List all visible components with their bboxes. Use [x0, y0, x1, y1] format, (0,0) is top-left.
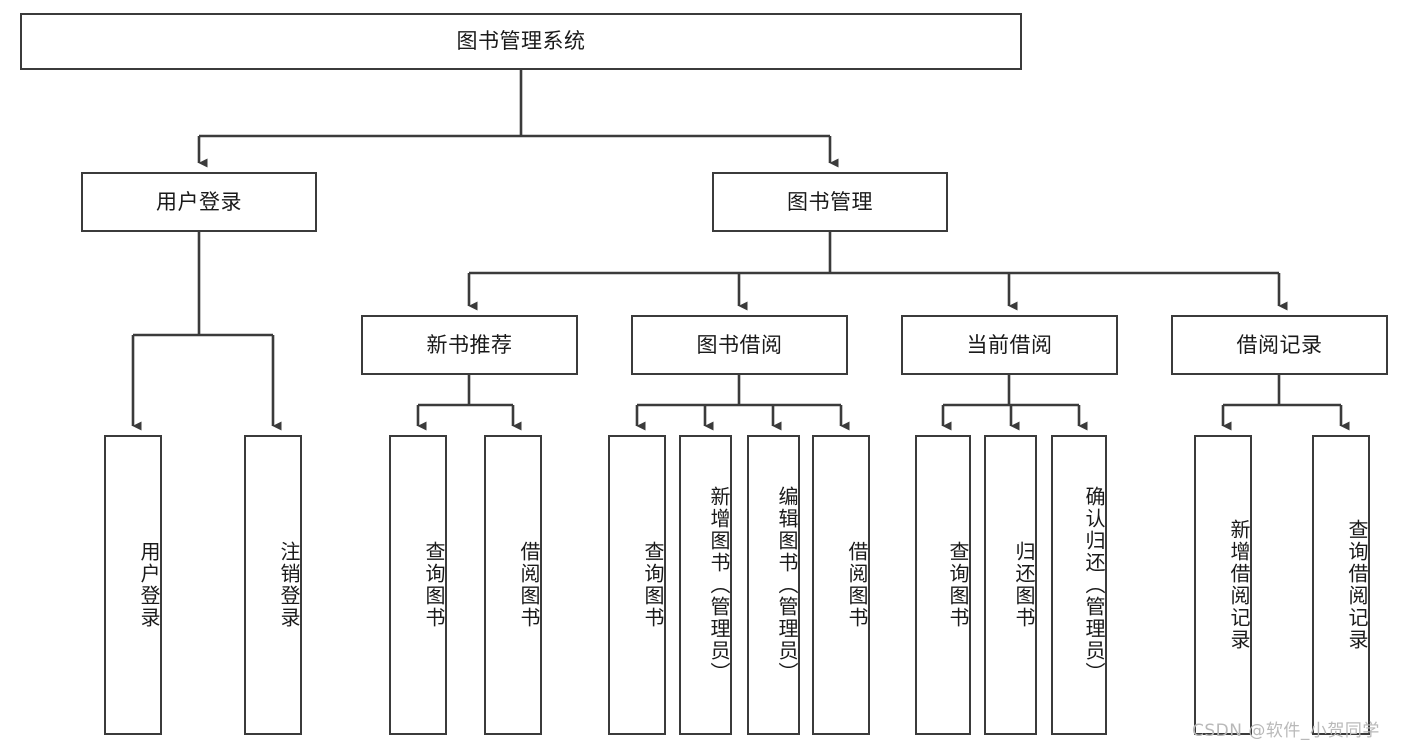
node-label: 新书推荐 — [426, 332, 513, 357]
node-label: 确认归还（管理员） — [1082, 486, 1106, 684]
node-leaf-confirm-return[interactable]: 确认归还（管理员） — [1051, 435, 1107, 735]
node-leaf-edit-book[interactable]: 编辑图书（管理员） — [747, 435, 800, 735]
node-label: 借阅图书 — [845, 541, 869, 629]
node-label: 编辑图书（管理员） — [775, 486, 799, 684]
node-leaf-borrow-book-2[interactable]: 借阅图书 — [812, 435, 870, 735]
node-leaf-query-book-2[interactable]: 查询图书 — [608, 435, 666, 735]
node-label: 查询图书 — [422, 541, 446, 629]
node-label: 图书管理 — [787, 189, 873, 214]
node-book-manage[interactable]: 图书管理 — [712, 172, 948, 232]
node-current-borrow[interactable]: 当前借阅 — [901, 315, 1118, 375]
node-leaf-query-record[interactable]: 查询借阅记录 — [1312, 435, 1370, 735]
node-leaf-add-record[interactable]: 新增借阅记录 — [1194, 435, 1252, 735]
node-root-system[interactable]: 图书管理系统 — [20, 13, 1022, 70]
node-leaf-logout-login[interactable]: 注销登录 — [244, 435, 302, 735]
node-label: 注销登录 — [277, 541, 301, 629]
node-label: 用户登录 — [137, 541, 161, 629]
node-label: 新增图书（管理员） — [707, 486, 731, 684]
csdn-watermark: CSDN @软件_小贺同学 — [1192, 721, 1380, 741]
node-label: 查询图书 — [641, 541, 665, 629]
node-leaf-query-book-3[interactable]: 查询图书 — [915, 435, 971, 735]
node-label: 借阅记录 — [1236, 332, 1323, 357]
node-label: 查询借阅记录 — [1345, 519, 1369, 651]
node-label: 借阅图书 — [517, 541, 541, 629]
node-leaf-query-book-1[interactable]: 查询图书 — [389, 435, 447, 735]
node-user-login[interactable]: 用户登录 — [81, 172, 317, 232]
node-book-borrow[interactable]: 图书借阅 — [631, 315, 848, 375]
node-label: 查询图书 — [946, 541, 970, 629]
node-label: 用户登录 — [156, 189, 242, 214]
node-label: 当前借阅 — [966, 332, 1053, 357]
node-label: 归还图书 — [1012, 541, 1036, 629]
node-leaf-borrow-book-1[interactable]: 借阅图书 — [484, 435, 542, 735]
node-label: 新增借阅记录 — [1227, 519, 1251, 651]
node-label: 图书借阅 — [696, 332, 783, 357]
node-new-book-recommend[interactable]: 新书推荐 — [361, 315, 578, 375]
node-leaf-add-book[interactable]: 新增图书（管理员） — [679, 435, 732, 735]
node-leaf-return-book[interactable]: 归还图书 — [984, 435, 1037, 735]
node-borrow-record[interactable]: 借阅记录 — [1171, 315, 1388, 375]
node-label: 图书管理系统 — [456, 29, 586, 54]
node-leaf-user-login[interactable]: 用户登录 — [104, 435, 162, 735]
